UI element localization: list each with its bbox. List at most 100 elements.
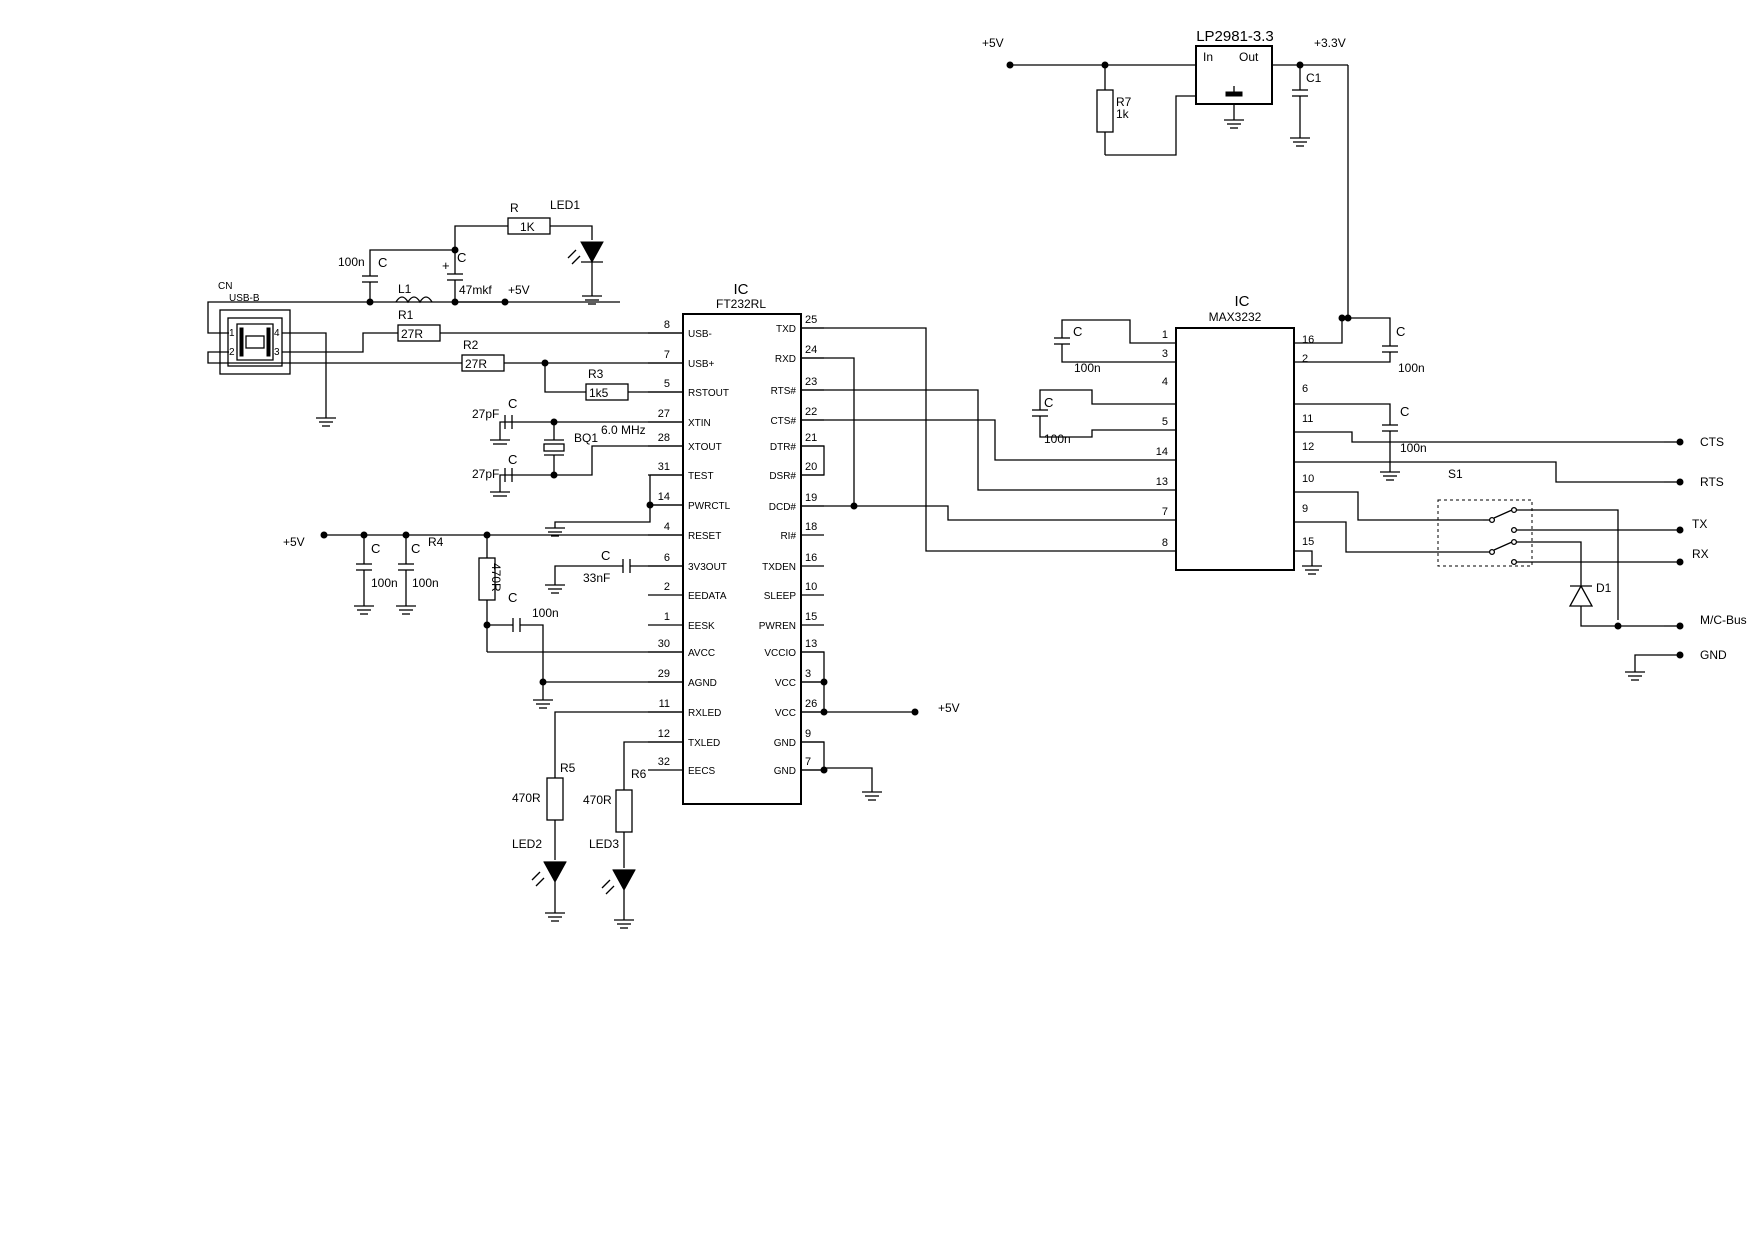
rail-5v-usb: +5V	[508, 283, 530, 297]
cap-m3-ref: C	[1396, 324, 1405, 339]
ft232-pin-name: TEST	[688, 471, 714, 482]
ft232-pin-name: TXDEN	[762, 562, 796, 573]
ft232-pin-name: RXLED	[688, 708, 721, 719]
max3232-pin-number: 7	[1162, 506, 1168, 518]
ft232-pin-number: 28	[658, 432, 670, 444]
ft232-pin-name: TXLED	[688, 738, 720, 749]
ft232-pin-number: 7	[805, 756, 811, 768]
diode-d1: D1	[1568, 581, 1664, 630]
ft232-pin-number: 1	[664, 611, 670, 623]
led2-ref: LED2	[512, 837, 542, 851]
ft232-pin-name: DCD#	[769, 502, 797, 513]
cap-3v3out: C 33nF	[545, 548, 683, 594]
ft232-pin-number: 22	[805, 406, 817, 418]
max3232-pin-number: 5	[1162, 416, 1168, 428]
ft232-pin-name: SLEEP	[764, 591, 797, 602]
rail-5v-reg: +5V	[982, 36, 1004, 50]
r2-ref: R2	[463, 338, 479, 352]
dtr-dsr-loop	[801, 445, 825, 476]
ft232-pin-number: 18	[805, 521, 817, 533]
r4-ref: R4	[428, 535, 444, 549]
max3232-pin-number: 15	[1302, 536, 1314, 548]
ft232-pin-number: 7	[664, 349, 670, 361]
ft232-pin-name: XTIN	[688, 418, 711, 429]
r6-ref: R6	[631, 767, 647, 781]
ft232-pin-number: 3	[805, 668, 811, 680]
output-terminals: CTS RTS TX RX M/C-Bus GND	[1625, 435, 1747, 681]
ic-ft232rl: IC FT232RL 8USB-7USB+5RSTOUT27XTIN28XTOU…	[648, 281, 824, 805]
ft232-pin-number: 2	[664, 581, 670, 593]
ft232-pin-number: 27	[658, 408, 670, 420]
led3-circuit: R6 470R LED3	[583, 741, 683, 929]
cap-p2-ref: C	[411, 541, 420, 556]
ft232-pin-number: 30	[658, 638, 670, 650]
cap-m1-value: 100n	[1074, 361, 1101, 375]
out-gnd: GND	[1700, 648, 1727, 662]
ic-max3232-ref: IC	[1235, 293, 1250, 310]
ft232-pin-number: 32	[658, 756, 670, 768]
d1-ref: D1	[1596, 581, 1612, 595]
r-led-value: 1K	[520, 220, 535, 234]
out-rx: RX	[1692, 547, 1709, 561]
ic-ft232rl-part: FT232RL	[716, 297, 766, 311]
crystal-value: 6.0 MHz	[601, 423, 646, 437]
r5-value: 470R	[512, 791, 541, 805]
ft232-pin-name: RESET	[688, 531, 721, 542]
crystal-ref: BQ1	[574, 431, 598, 445]
cap-x1-ref: C	[508, 396, 517, 411]
regulator-lp2981: +5V R7 1k LP2981-3.3 In Out C1 +3.3V	[982, 28, 1352, 322]
switch-s1: S1	[1431, 467, 1680, 620]
ft232-pin-name: 3V3OUT	[688, 562, 727, 573]
out-mcbus: M/C-Bus	[1700, 613, 1747, 627]
led1-ref: LED1	[550, 198, 580, 212]
connector-pin4: 4	[274, 328, 280, 339]
ft232-pin-number: 6	[664, 552, 670, 564]
ft232-pin-name: RSTOUT	[688, 388, 729, 399]
r1-value: 27R	[401, 327, 423, 341]
cap-100n-top-value: 100n	[338, 255, 365, 269]
regulator-part: LP2981-3.3	[1196, 28, 1274, 45]
cap-m4-value: 100n	[1400, 441, 1427, 455]
ft232-vcc-gnd: +5V	[801, 651, 960, 801]
max3232-pin-number: 12	[1302, 441, 1314, 453]
r4-value: 470R	[489, 563, 503, 592]
cap-m2-value: 100n	[1044, 432, 1071, 446]
ft232-pin-name: DSR#	[769, 471, 796, 482]
cap-m2-ref: C	[1044, 395, 1053, 410]
max3232-right-wiring: C 100n C 100n	[1294, 314, 1664, 575]
max3232-pin-number: 8	[1162, 537, 1168, 549]
max3232-pin-number: 4	[1162, 376, 1168, 388]
test-pwrctl-ground	[545, 474, 683, 537]
ic-ft232rl-left-pins: 8USB-7USB+5RSTOUT27XTIN28XTOUT31TEST14PW…	[648, 319, 731, 777]
ft232-pin-number: 9	[805, 728, 811, 740]
max3232-pin-number: 2	[1302, 353, 1308, 365]
ft232-pin-number: 8	[664, 319, 670, 331]
rail-5v-vcc: +5V	[938, 701, 960, 715]
ft232-pin-name: CTS#	[770, 416, 796, 427]
cap-x2-value: 27pF	[472, 467, 499, 481]
ft232-pin-name: VCCIO	[764, 648, 796, 659]
connector-ref: CN	[218, 281, 232, 292]
ic-ft232rl-right-pins: 25TXD24RXD23RTS#22CTS#21DTR#20DSR#19DCD#…	[759, 314, 824, 777]
l1-ref: L1	[398, 282, 412, 296]
out-cts: CTS	[1700, 435, 1724, 449]
cap-p1-ref: C	[371, 541, 380, 556]
cap-3v3-ref: C	[601, 548, 610, 563]
r1-ref: R1	[398, 308, 414, 322]
max3232-pin-number: 1	[1162, 329, 1168, 341]
c1-ref: C1	[1306, 71, 1322, 85]
usb-power-filter: 100n C L1 + C 47mkf +5V 1K R LED1	[338, 198, 604, 306]
ft232-pin-number: 5	[664, 378, 670, 390]
cap-100n-top-ref: C	[378, 255, 387, 270]
ft232-pin-number: 10	[805, 581, 817, 593]
cap-47-ref: C	[457, 250, 466, 265]
ft232-pin-name: GND	[774, 766, 796, 777]
r6-value: 470R	[583, 793, 612, 807]
connector-type: USB-B	[229, 293, 260, 304]
cap-3v3-value: 33nF	[583, 571, 610, 585]
ft232-pin-number: 13	[805, 638, 817, 650]
ft232-pin-number: 15	[805, 611, 817, 623]
ft232-pin-number: 14	[658, 491, 670, 503]
s1-ref: S1	[1448, 467, 1463, 481]
